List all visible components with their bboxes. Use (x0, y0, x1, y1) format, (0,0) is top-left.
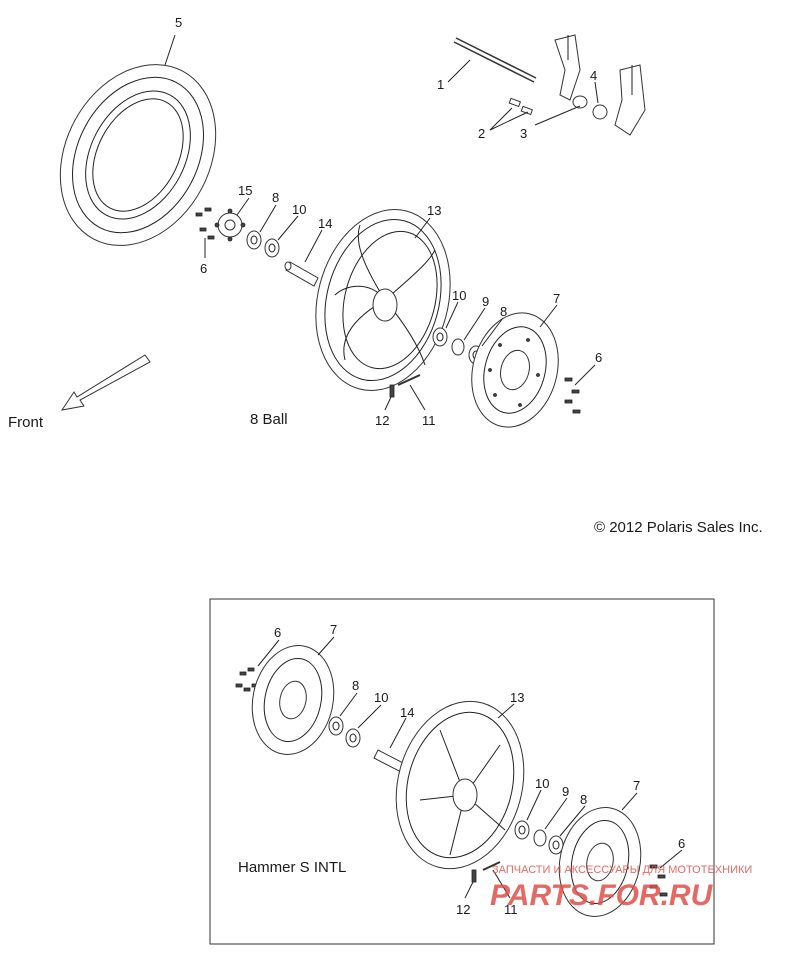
spacer-part-3 (572, 95, 588, 109)
callout-6-left: 6 (200, 261, 207, 276)
valve-stem-part-12-bottom (471, 869, 477, 883)
copyright-text: © 2012 Polaris Sales Inc. (594, 519, 763, 536)
watermark-logo: PARTS.FOR.RU (490, 879, 714, 912)
bearing-part-10-right (432, 327, 448, 347)
callout-14-b: 14 (400, 705, 414, 720)
tire-part-5 (59, 64, 217, 246)
seal-part-8-bottom-right (548, 835, 564, 855)
fork-legs (554, 34, 646, 136)
callout-9: 9 (482, 294, 489, 309)
callout-8-left: 8 (272, 190, 279, 205)
callout-3: 3 (520, 126, 527, 141)
top-callouts: 5 1 2 3 4 6 15 8 10 14 13 10 9 8 7 6 12 … (175, 15, 602, 428)
bottom-view-title: Hammer S INTL (238, 859, 346, 876)
top-leader-lines (164, 34, 599, 411)
callout-5: 5 (175, 15, 182, 30)
axle-part-1 (453, 37, 537, 83)
spacer-part-9-bottom (533, 829, 547, 847)
inset-frame (209, 598, 715, 945)
site-watermark: ЗАПЧАСТИ И АКСЕССУАРЫ ДЛЯ МОТОТЕХНИКИ PA… (490, 864, 752, 912)
callout-8-bl: 8 (352, 678, 359, 693)
wheel-part-13-bottom (395, 700, 525, 870)
bolts-part-6-left (195, 207, 215, 240)
brake-disc-part-7-top (471, 312, 559, 428)
spacer-part-9 (451, 338, 465, 356)
callout-10-right: 10 (452, 288, 466, 303)
callout-9-b: 9 (562, 784, 569, 799)
callout-1: 1 (437, 77, 444, 92)
bottom-leader-lines (257, 636, 683, 899)
callout-8-right: 8 (500, 304, 507, 319)
seal-part-8-bottom-left (328, 716, 344, 736)
spacer-tube-part-14 (284, 261, 319, 287)
callout-7-bl: 7 (330, 622, 337, 637)
callout-14: 14 (318, 216, 332, 231)
bolts-part-6-right (564, 377, 581, 414)
callout-2: 2 (478, 126, 485, 141)
front-direction-arrow (60, 354, 151, 411)
valve-cap-part-11 (397, 374, 421, 386)
callout-6-right: 6 (595, 350, 602, 365)
brake-disc-part-7-bottom-right (558, 807, 642, 917)
callout-10-br: 10 (535, 776, 549, 791)
callout-12: 12 (375, 413, 389, 428)
callout-11: 11 (422, 413, 436, 428)
callout-13: 13 (427, 203, 441, 218)
front-label: Front (8, 414, 44, 431)
callout-10-bl: 10 (374, 690, 388, 705)
callout-12-b: 12 (456, 902, 470, 917)
bearing-part-10-bottom-right (514, 820, 530, 840)
callout-15: 15 (238, 183, 252, 198)
callout-13-b: 13 (510, 690, 524, 705)
callout-8-br: 8 (580, 792, 587, 807)
bearing-part-10-left (264, 238, 280, 258)
bolts-part-6-bottom-right (649, 864, 668, 897)
valve-stem-part-12 (389, 384, 395, 398)
callout-7-br: 7 (633, 778, 640, 793)
callout-4: 4 (590, 68, 597, 83)
brake-disc-part-7-bottom-left (251, 645, 335, 755)
spacer-part-4 (592, 104, 608, 120)
bearing-part-10-bottom-left (345, 728, 361, 748)
pinch-bolts-part-2 (508, 97, 534, 116)
callout-11-b: 11 (504, 902, 518, 917)
callout-6-bl: 6 (274, 625, 281, 640)
seal-part-8-left (246, 230, 262, 250)
callout-10-left: 10 (292, 202, 306, 217)
callout-6-br: 6 (678, 836, 685, 851)
callout-7: 7 (553, 291, 560, 306)
hub-adapter-part-15 (214, 208, 246, 242)
valve-cap-part-11-bottom (482, 861, 501, 871)
top-view-title: 8 Ball (250, 411, 288, 428)
bottom-callouts: 6 7 8 10 14 13 10 9 8 7 6 12 11 (274, 622, 685, 917)
watermark-caption: ЗАПЧАСТИ И АКСЕССУАРЫ ДЛЯ МОТОТЕХНИКИ (492, 864, 752, 876)
wheel-part-13-top (315, 209, 451, 391)
